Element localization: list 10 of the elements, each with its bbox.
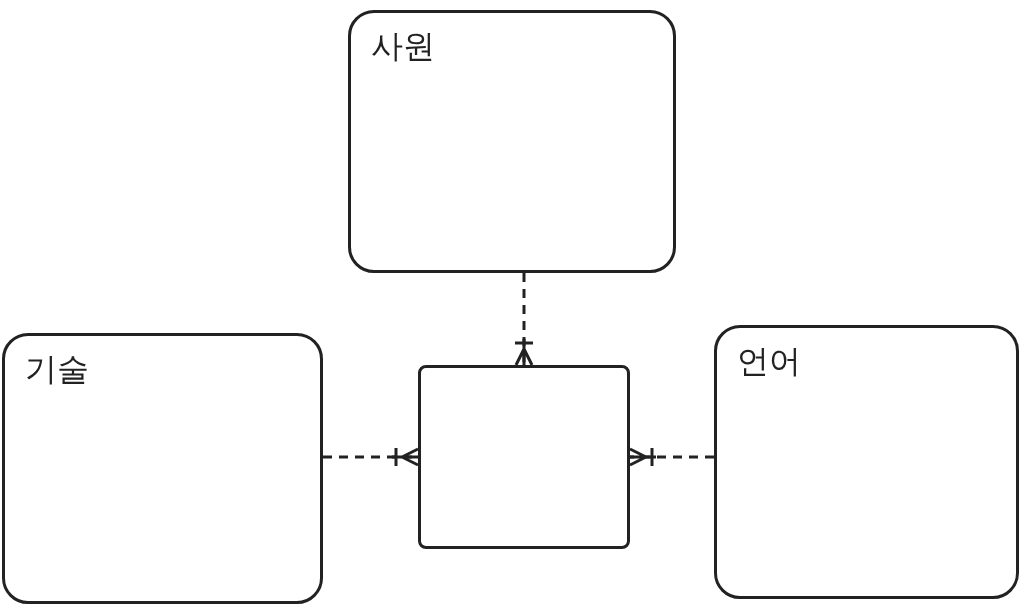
- entity-box: [2, 333, 323, 604]
- entity-name: 사원: [371, 27, 436, 66]
- relationship-line: [323, 446, 420, 468]
- entity-box: [714, 325, 1019, 599]
- entity-box: [348, 10, 676, 273]
- relationship-line: [628, 446, 714, 468]
- entity-name: 기술: [25, 350, 90, 389]
- relation-entity-box: [418, 365, 630, 549]
- entity-name: 언어: [737, 342, 802, 381]
- relationship-line: [513, 273, 535, 367]
